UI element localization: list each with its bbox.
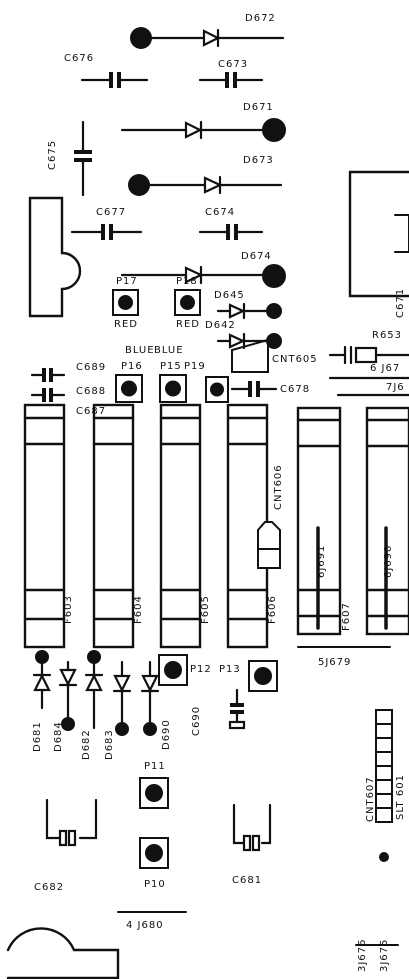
label-cnt607: CNT607: [365, 776, 376, 822]
label-f607: F607: [341, 602, 352, 631]
pad-p11: [139, 777, 169, 809]
label-6j677: 6 J67: [370, 363, 401, 374]
diode-d672: [130, 27, 285, 49]
capacitor-c688: [30, 388, 66, 402]
label-p18: P18: [176, 276, 198, 287]
label-d671: D671: [243, 102, 274, 113]
pad-p17: [112, 289, 139, 316]
capacitor-c681-symbol: [232, 803, 272, 852]
label-5j679: 5J679: [318, 657, 352, 668]
label-c675: C675: [47, 139, 58, 170]
label-d690: D690: [161, 719, 172, 750]
label-c690: C690: [191, 705, 202, 736]
diode-d645: [216, 302, 282, 320]
diode-d642: [216, 332, 282, 350]
fuse-f603: [23, 403, 66, 649]
label-c676: C676: [64, 53, 95, 64]
right-top-bracket-outline: [348, 170, 409, 298]
label-p12: P12: [190, 664, 212, 675]
pad-p16: [115, 374, 143, 403]
label-d645: D645: [214, 290, 245, 301]
label-p13: P13: [219, 664, 241, 675]
label-slt601: SLT 601: [395, 774, 406, 820]
fuse-f607: [296, 406, 342, 636]
label-red-1: RED: [114, 319, 138, 330]
label-c688: C688: [76, 386, 107, 397]
pad-p15: [159, 374, 187, 403]
label-c689: C689: [76, 362, 107, 373]
label-c687: C687: [76, 406, 107, 417]
label-f606: F606: [267, 595, 278, 624]
diode-d684: [58, 660, 78, 731]
pad-p10: [139, 837, 169, 869]
label-f603: F603: [63, 595, 74, 624]
connector-cnt605-outline: [231, 338, 269, 373]
label-d683: D683: [104, 729, 115, 760]
label-4j680: 4 J680: [126, 920, 164, 931]
capacitor-c-vertical-small: [228, 688, 246, 730]
capacitor-c689: [30, 368, 66, 382]
label-c671: C671: [395, 287, 406, 318]
diode-d674: [120, 264, 286, 288]
label-d684: D684: [53, 721, 64, 752]
label-red-2: RED: [176, 319, 200, 330]
diode-d683: [112, 660, 132, 736]
bottom-left-bracket-outline: [6, 927, 120, 979]
label-p11: P11: [144, 761, 166, 772]
diode-d690: [140, 660, 160, 736]
label-6j690: 6J690: [383, 544, 394, 578]
label-3j676: 3J676: [357, 938, 368, 972]
capacitor-c674: [198, 224, 264, 240]
label-6j691: 6J691: [316, 544, 327, 578]
label-f604: F604: [133, 595, 144, 624]
label-c681: C681: [232, 875, 263, 886]
fuse-f605: [159, 403, 202, 649]
fuse-f604: [92, 403, 135, 649]
diode-d673: [128, 174, 283, 196]
capacitor-c682-symbol: [45, 798, 98, 847]
pad-p19: [205, 376, 229, 403]
label-cnt605: CNT605: [272, 354, 318, 365]
resistor-r653: [328, 345, 409, 365]
capacitor-c678: [230, 381, 278, 397]
label-c678: C678: [280, 384, 311, 395]
pad-p12: [158, 654, 188, 686]
label-p10: P10: [144, 879, 166, 890]
pad-p13: [248, 660, 278, 692]
diode-d681: [32, 650, 52, 710]
label-p15: P15: [160, 361, 182, 372]
label-d674: D674: [241, 251, 272, 262]
connector-cnt606-outline: [257, 521, 281, 569]
capacitor-c675: [74, 120, 92, 197]
capacitor-c676: [80, 72, 149, 88]
label-p17: P17: [116, 276, 138, 287]
fuse-6j690: [365, 406, 409, 636]
left-bracket-outline: [28, 196, 82, 318]
label-cnt606: CNT606: [273, 464, 284, 510]
label-d672: D672: [245, 13, 276, 24]
diode-d671: [120, 118, 286, 142]
label-p16: P16: [121, 361, 143, 372]
capacitor-c673: [198, 72, 264, 88]
label-3j675: 3J675: [379, 938, 390, 972]
label-c677: C677: [96, 207, 127, 218]
label-d673: D673: [243, 155, 274, 166]
label-f605: F605: [200, 595, 211, 624]
label-7j6: 7J6: [386, 382, 405, 393]
diode-d682: [84, 650, 104, 730]
label-c682: C682: [34, 882, 65, 893]
label-r653: R653: [372, 330, 403, 341]
label-p19: P19: [184, 361, 206, 372]
connector-cnt607: [375, 709, 393, 862]
label-d682: D682: [81, 729, 92, 760]
label-d681: D681: [32, 721, 43, 752]
label-c673: C673: [218, 59, 249, 70]
pad-p18: [174, 289, 201, 316]
capacitor-c677: [70, 224, 143, 240]
label-c674: C674: [205, 207, 236, 218]
label-blue-1: BLUE: [125, 345, 155, 356]
label-d642: D642: [205, 320, 236, 331]
label-blue-2: BLUE: [154, 345, 184, 356]
